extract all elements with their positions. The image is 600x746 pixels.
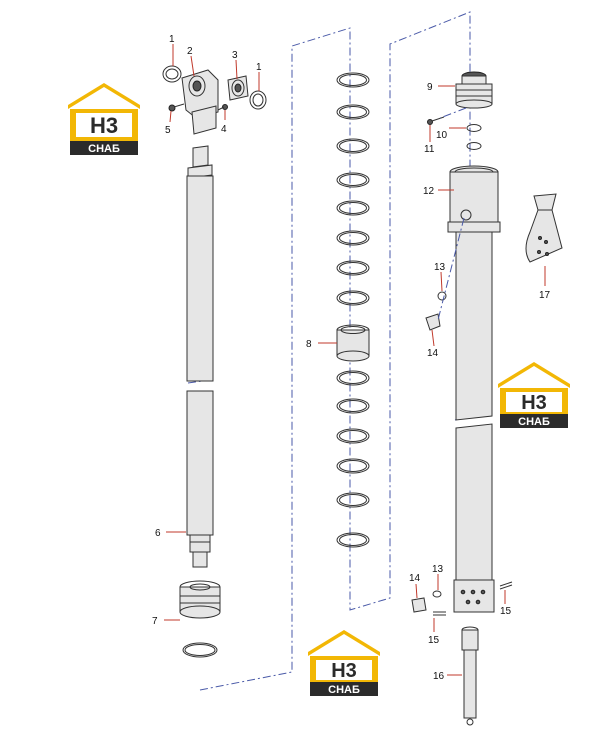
seal-ring-inner-edge <box>339 140 367 152</box>
seal-ring <box>336 398 370 414</box>
seal-ring-inner-edge <box>339 174 367 186</box>
seal-ring-inner-edge <box>339 202 367 214</box>
part-3-spherical-bearing <box>227 75 249 101</box>
part-13-washer-upper <box>437 291 447 301</box>
seal-ring <box>336 458 370 474</box>
seal-ring-inner-edge <box>339 232 367 244</box>
callout-1: 1 <box>169 34 175 45</box>
seal-ring <box>336 532 370 548</box>
seal-ring-inner-edge <box>339 430 367 442</box>
part-11-pin <box>427 116 445 125</box>
part-13-washer-lower <box>432 590 442 598</box>
seal-ring-inner-edge <box>339 534 367 546</box>
leader-lines <box>164 44 546 676</box>
callout-14: 14 <box>427 348 439 359</box>
callout-12: 12 <box>423 186 435 197</box>
piston-seal-ring <box>182 642 218 658</box>
callout-17: 17 <box>539 290 551 301</box>
callout-4: 4 <box>221 124 227 135</box>
part-1-snap-ring-left <box>162 65 182 83</box>
seal-ring-inner-edge <box>339 292 367 304</box>
watermark-logo-bottom: H3 CHAБ <box>308 630 380 696</box>
seal-ring <box>336 492 370 508</box>
seal-ring <box>336 172 370 188</box>
part-2-rod-eye <box>181 69 219 135</box>
callout-13: 13 <box>434 262 446 273</box>
part-17-oil-filter-bag <box>525 193 563 263</box>
part-14-plug-lower <box>411 597 427 613</box>
callout-14: 14 <box>409 573 421 584</box>
logo-name: CHAБ <box>88 143 120 155</box>
callout-3: 3 <box>232 50 238 61</box>
watermark-logo-right: H3 CHAБ <box>498 362 570 428</box>
seal-ring <box>336 260 370 276</box>
logo-name: CHAБ <box>328 684 360 696</box>
seal-ring <box>336 230 370 246</box>
seal-ring <box>336 290 370 306</box>
seal-ring <box>336 428 370 444</box>
watermark-logo-top-left: H3 CHAБ <box>68 83 140 155</box>
part-9-gland <box>455 71 493 109</box>
callout-15: 15 <box>428 635 440 646</box>
part-4-set-screw <box>217 104 228 111</box>
callout-10: 10 <box>436 130 448 141</box>
part-15-dowel-pin-right <box>499 581 513 590</box>
callout-16: 16 <box>433 671 445 682</box>
seal-ring-inner-edge <box>339 262 367 274</box>
callout-2: 2 <box>187 46 193 57</box>
seal-ring <box>336 104 370 120</box>
seal-ring-inner-edge <box>339 106 367 118</box>
callout-15: 15 <box>500 606 512 617</box>
fitting-dashed-lines <box>437 107 467 321</box>
part-5-grease-nipple <box>168 103 185 112</box>
seal-ring <box>336 72 370 88</box>
part-8-guide-bushing <box>336 324 370 362</box>
part-15-dowel-pin-left <box>433 611 446 616</box>
logo-mark: H3 <box>331 660 357 682</box>
part-12-cylinder-tube <box>447 165 501 613</box>
seal-ring <box>336 138 370 154</box>
logo-mark: H3 <box>90 113 118 138</box>
seal-ring-inner-edge <box>339 494 367 506</box>
part-7-piston <box>179 580 221 619</box>
logo-mark: H3 <box>521 392 547 414</box>
callout-7: 7 <box>152 616 158 627</box>
callout-8: 8 <box>306 339 312 350</box>
part-14-plug-upper <box>425 313 441 331</box>
seal-ring-inner-edge <box>339 400 367 412</box>
callout-9: 9 <box>427 82 433 93</box>
callout-11: 11 <box>424 144 435 155</box>
callout-6: 6 <box>155 528 161 539</box>
seal-kit-rings <box>336 72 370 548</box>
seal-ring-inner-edge <box>339 372 367 384</box>
part-16-pivot-pin <box>461 626 479 726</box>
logo-name: CHAБ <box>518 416 550 428</box>
callout-labels: 1 2 3 1 5 4 6 7 8 9 10 11 12 13 14 17 13… <box>152 34 551 682</box>
part-1-snap-ring-right <box>249 90 267 110</box>
seal-ring-inner-edge <box>339 74 367 86</box>
callout-13: 13 <box>432 564 444 575</box>
callout-1: 1 <box>256 62 262 73</box>
part-6-piston-rod <box>186 145 214 568</box>
seal-ring-inner-edge <box>339 460 367 472</box>
part-10-o-ring <box>466 124 482 150</box>
callout-5: 5 <box>165 125 171 136</box>
seal-ring <box>336 370 370 386</box>
seal-ring <box>336 200 370 216</box>
